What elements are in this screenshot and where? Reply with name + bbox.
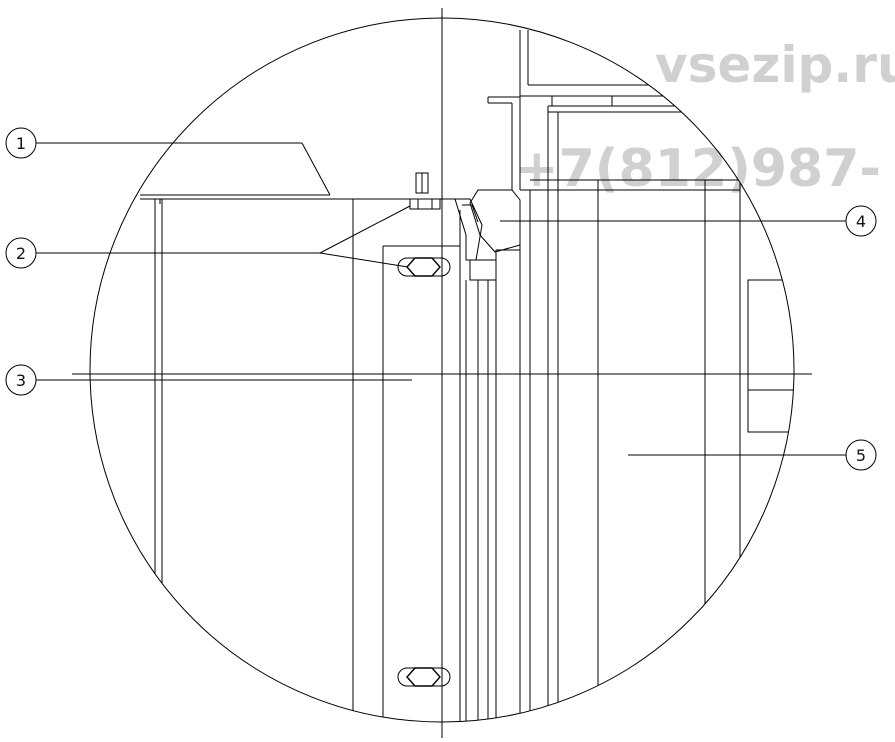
seal-hatch-top xyxy=(469,189,521,253)
watermark-phone: +7(812)987- xyxy=(515,139,881,199)
callout-4-label: 4 xyxy=(856,212,866,231)
watermark-site: vsezip.ru xyxy=(655,36,895,94)
drawing-body xyxy=(140,30,794,722)
callout-1: 1 xyxy=(5,127,37,159)
callout-2-label: 2 xyxy=(16,244,26,263)
insulation-strip xyxy=(495,249,521,721)
callout-3-label: 3 xyxy=(16,371,26,390)
callout-3: 3 xyxy=(5,364,37,396)
callout-5: 5 xyxy=(845,439,877,471)
callout-5-label: 5 xyxy=(856,446,866,465)
callout-2: 2 xyxy=(5,237,37,269)
bolt-lower xyxy=(397,667,451,687)
callout-4: 4 xyxy=(845,205,877,237)
callout-1-label: 1 xyxy=(16,134,26,153)
